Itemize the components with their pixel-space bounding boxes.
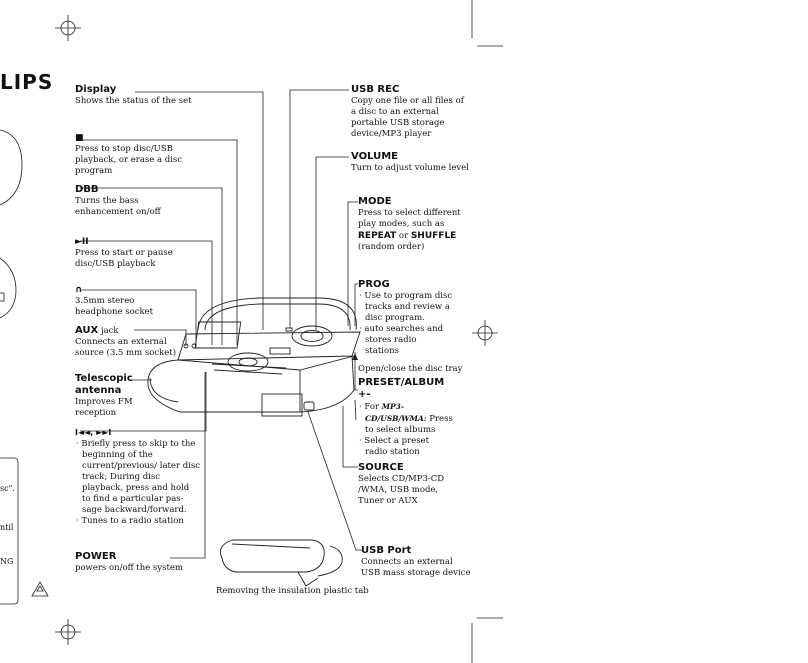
label-headphone: ∩ 3.5mm stereo headphone socket: [75, 285, 154, 317]
label-stop: ■ Press to stop disc/USB playback, or er…: [75, 133, 183, 176]
caption-insulation-tab: Removing the insulation plastic tab: [216, 586, 369, 596]
label-antenna: Telescopic antenna Improves FM reception: [75, 373, 133, 418]
stop-icon: ■: [75, 133, 84, 143]
registration-mark-top: [55, 15, 81, 41]
volume-title: VOLUME: [351, 151, 398, 162]
dbb-title: DBB: [75, 184, 99, 195]
usb-port-title: USB Port: [361, 545, 412, 556]
power-title: POWER: [75, 551, 117, 562]
label-prog: PROG · Use to program disc tracks and re…: [358, 279, 453, 356]
left-edge-fragment-1: sc".: [0, 484, 15, 493]
remote-illustration: [219, 539, 343, 587]
usb-rec-title: USB REC: [351, 84, 400, 95]
left-edge-fragment-3: NG: [0, 557, 14, 566]
boombox-illustration: [147, 297, 361, 417]
label-usb-rec: USB REC Copy one file or all files of a …: [351, 84, 464, 139]
label-display: Display Shows the status of the set: [75, 84, 192, 107]
label-skip: I◄◄, ►►I · Briefly press to skip to the …: [75, 428, 200, 526]
label-aux: AUX jack Connects an external source (3.…: [75, 325, 177, 358]
registration-mark-right: [472, 320, 498, 346]
label-volume: VOLUME Turn to adjust volume level: [351, 151, 469, 173]
mode-title: MODE: [358, 196, 392, 207]
label-mode: MODE Press to select different play mode…: [358, 196, 461, 252]
prog-title: PROG: [358, 279, 390, 290]
label-disc-tray: Open/close the disc tray: [358, 364, 463, 374]
label-power: POWER powers on/off the system: [75, 551, 183, 573]
label-usb-port: USB Port Connects an external USB mass s…: [361, 545, 471, 578]
preset-title: PRESET/ALBUM +-: [358, 377, 445, 400]
label-play-pause: ►II Press to start or pause disc/USB pla…: [75, 237, 173, 269]
display-title: Display: [75, 84, 117, 95]
play-pause-icon: ►II: [75, 237, 89, 247]
skip-icon: I◄◄, ►►I: [75, 428, 112, 437]
left-edge-fragment-2: ntil: [0, 523, 14, 532]
recycle-icon: [31, 581, 49, 597]
label-dbb: DBB Turns the bass enhancement on/off: [75, 184, 161, 217]
label-preset-album: PRESET/ALBUM +- · For MP3-CD/USB/WMA: Pr…: [358, 377, 453, 457]
aux-title: AUX: [75, 325, 99, 336]
display-desc: Shows the status of the set: [75, 96, 192, 106]
brand-logo-fragment: LIPS: [0, 70, 54, 94]
registration-mark-bottom: [55, 619, 81, 645]
label-source: SOURCE Selects CD/MP3-CD /WMA, USB mode,…: [358, 462, 445, 506]
source-title: SOURCE: [358, 462, 404, 473]
headphone-icon: ∩: [75, 285, 83, 295]
